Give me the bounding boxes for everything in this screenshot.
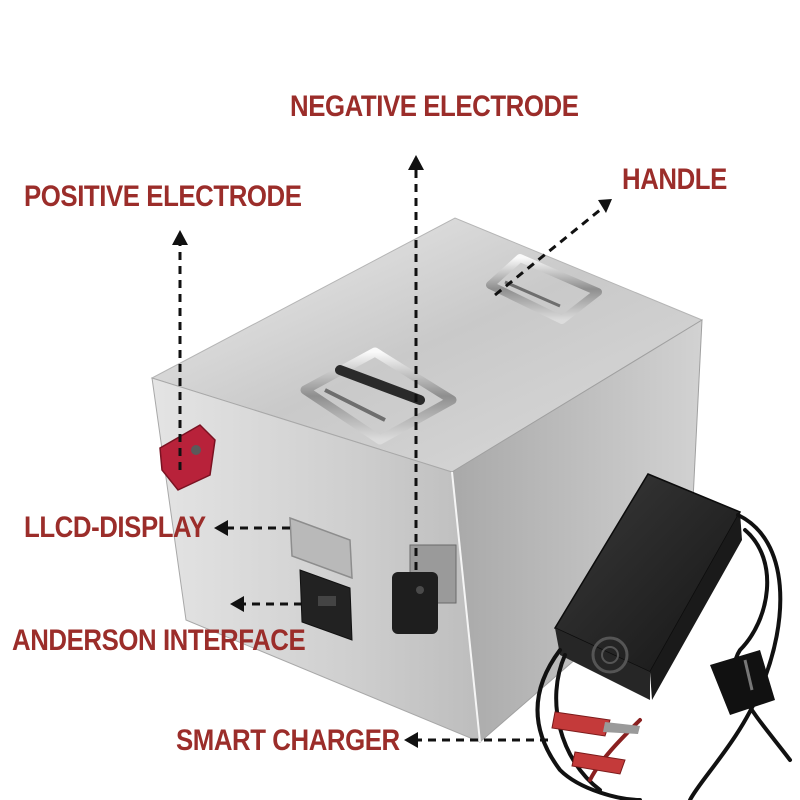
charger-clamps	[551, 711, 640, 775]
arrow-handle	[494, 208, 601, 297]
label-lcd-display: LLCD-DISPLAY	[24, 511, 206, 544]
label-anderson-interface: ANDERSON INTERFACE	[12, 624, 306, 657]
callout-arrows	[172, 155, 612, 748]
negative-terminal	[392, 544, 457, 634]
front-handle	[300, 347, 457, 445]
charger-body	[553, 473, 742, 700]
positive-terminal	[159, 424, 216, 491]
rear-handle	[486, 254, 602, 324]
label-positive-electrode: POSITIVE ELECTRODE	[24, 180, 302, 213]
label-negative-electrode: NEGATIVE ELECTRODE	[290, 90, 579, 123]
charger-plug	[710, 650, 775, 715]
label-handle: HANDLE	[622, 163, 727, 196]
label-smart-charger: SMART CHARGER	[176, 724, 400, 757]
lcd-display	[289, 516, 353, 580]
